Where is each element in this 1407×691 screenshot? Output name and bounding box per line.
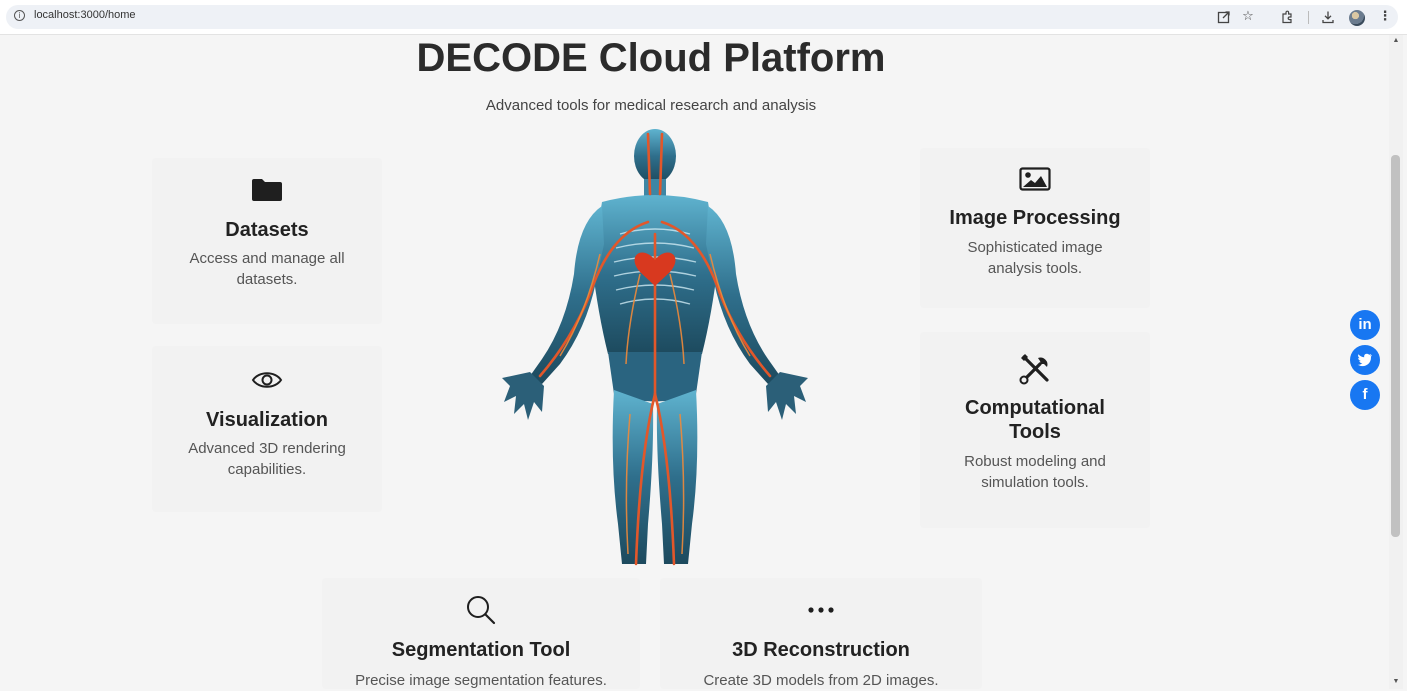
datasets-card[interactable]: Datasets Access and manage all datasets. [152,158,382,324]
linkedin-button[interactable]: in [1350,310,1380,340]
image-processing-desc-line1: Sophisticated image [967,239,1103,256]
computational-desc-line1: Robust modeling and [964,453,1106,470]
datasets-desc-line2: datasets. [236,271,298,288]
dots-icon [808,607,834,613]
computational-tools-card[interactable]: Computational Tools Robust modeling and … [920,332,1150,528]
site-info-icon[interactable]: i [14,10,25,21]
image-icon [1019,167,1051,191]
facebook-button[interactable]: f [1350,380,1380,410]
twitter-button[interactable] [1350,345,1380,375]
scroll-up-arrow-icon[interactable]: ▲ [1392,37,1400,44]
segmentation-title: Segmentation Tool [391,639,571,661]
computational-title-line1: Computational [965,397,1105,419]
bookmark-star-icon[interactable]: ☆ [1242,9,1254,24]
visualization-desc-line1: Advanced 3D rendering [188,440,346,457]
more-menu-icon[interactable]: ⋮ [1378,9,1392,24]
twitter-icon [1357,353,1372,367]
datasets-title: Datasets [225,219,309,241]
linkedin-icon: in [1358,316,1372,333]
segmentation-desc: Precise image segmentation features. [355,672,607,689]
segmentation-tool-card[interactable]: Segmentation Tool Precise image segmenta… [322,578,640,689]
computational-title-line2: Tools [1009,421,1061,443]
folder-icon [252,179,282,201]
toolbar-divider [1308,11,1309,24]
eye-icon [251,372,283,388]
computational-desc-line2: simulation tools. [981,474,1089,491]
scrollbar-thumb[interactable] [1391,155,1400,537]
url-text[interactable]: localhost:3000/home [34,9,136,21]
anatomy-illustration [490,124,820,572]
3d-reconstruction-title: 3D Reconstruction [732,639,910,661]
visualization-card[interactable]: Visualization Advanced 3D rendering capa… [152,346,382,512]
image-processing-title: Image Processing [949,207,1121,229]
profile-avatar[interactable] [1349,10,1365,26]
extensions-icon[interactable] [1278,8,1296,26]
browser-toolbar: i localhost:3000/home ☆ ⋮ [0,0,1407,35]
3d-reconstruction-desc: Create 3D models from 2D images. [703,672,939,689]
visualization-title: Visualization [206,409,328,431]
download-icon[interactable] [1319,8,1337,26]
3d-reconstruction-card[interactable]: 3D Reconstruction Create 3D models from … [660,578,982,689]
facebook-icon: f [1362,386,1368,403]
address-bar[interactable] [6,5,1398,29]
page-subtitle: Advanced tools for medical research and … [485,97,817,114]
datasets-desc-line1: Access and manage all [189,250,345,267]
open-in-app-icon[interactable] [1215,8,1233,26]
page-title: DECODE Cloud Platform [416,36,886,80]
visualization-desc-line2: capabilities. [227,461,307,478]
search-icon [467,596,496,625]
scroll-down-arrow-icon[interactable]: ▼ [1392,678,1400,685]
image-processing-card[interactable]: Image Processing Sophisticated image ana… [920,148,1150,308]
tools-icon [1019,354,1049,385]
image-processing-desc-line2: analysis tools. [987,260,1083,277]
